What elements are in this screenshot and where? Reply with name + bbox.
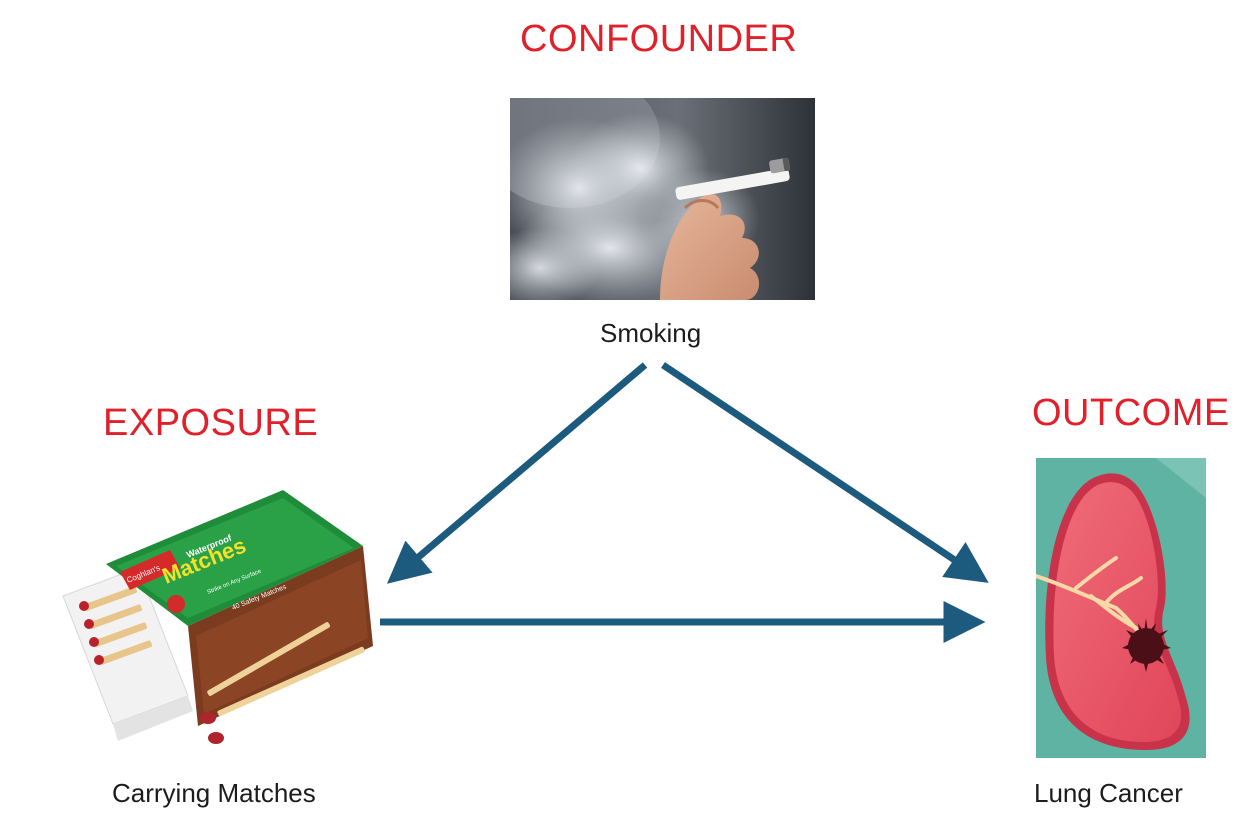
arrow-smoking-to-cancer [661,362,989,583]
exposure-caption: Carrying Matches [112,778,316,808]
outcome-label: OUTCOME [1032,392,1230,434]
confounder-label: CONFOUNDER [520,18,798,60]
arrow-smoking-to-matches [386,362,648,584]
smoking-image [510,98,815,300]
exposure-label: EXPOSURE [103,402,319,444]
lung-cancer-image [1036,458,1206,758]
smoking-caption: Smoking [600,318,702,348]
matchbox-image: Coghlan's Waterproof Matches Strike on A… [62,490,373,744]
outcome-caption: Lung Cancer [1034,778,1183,808]
